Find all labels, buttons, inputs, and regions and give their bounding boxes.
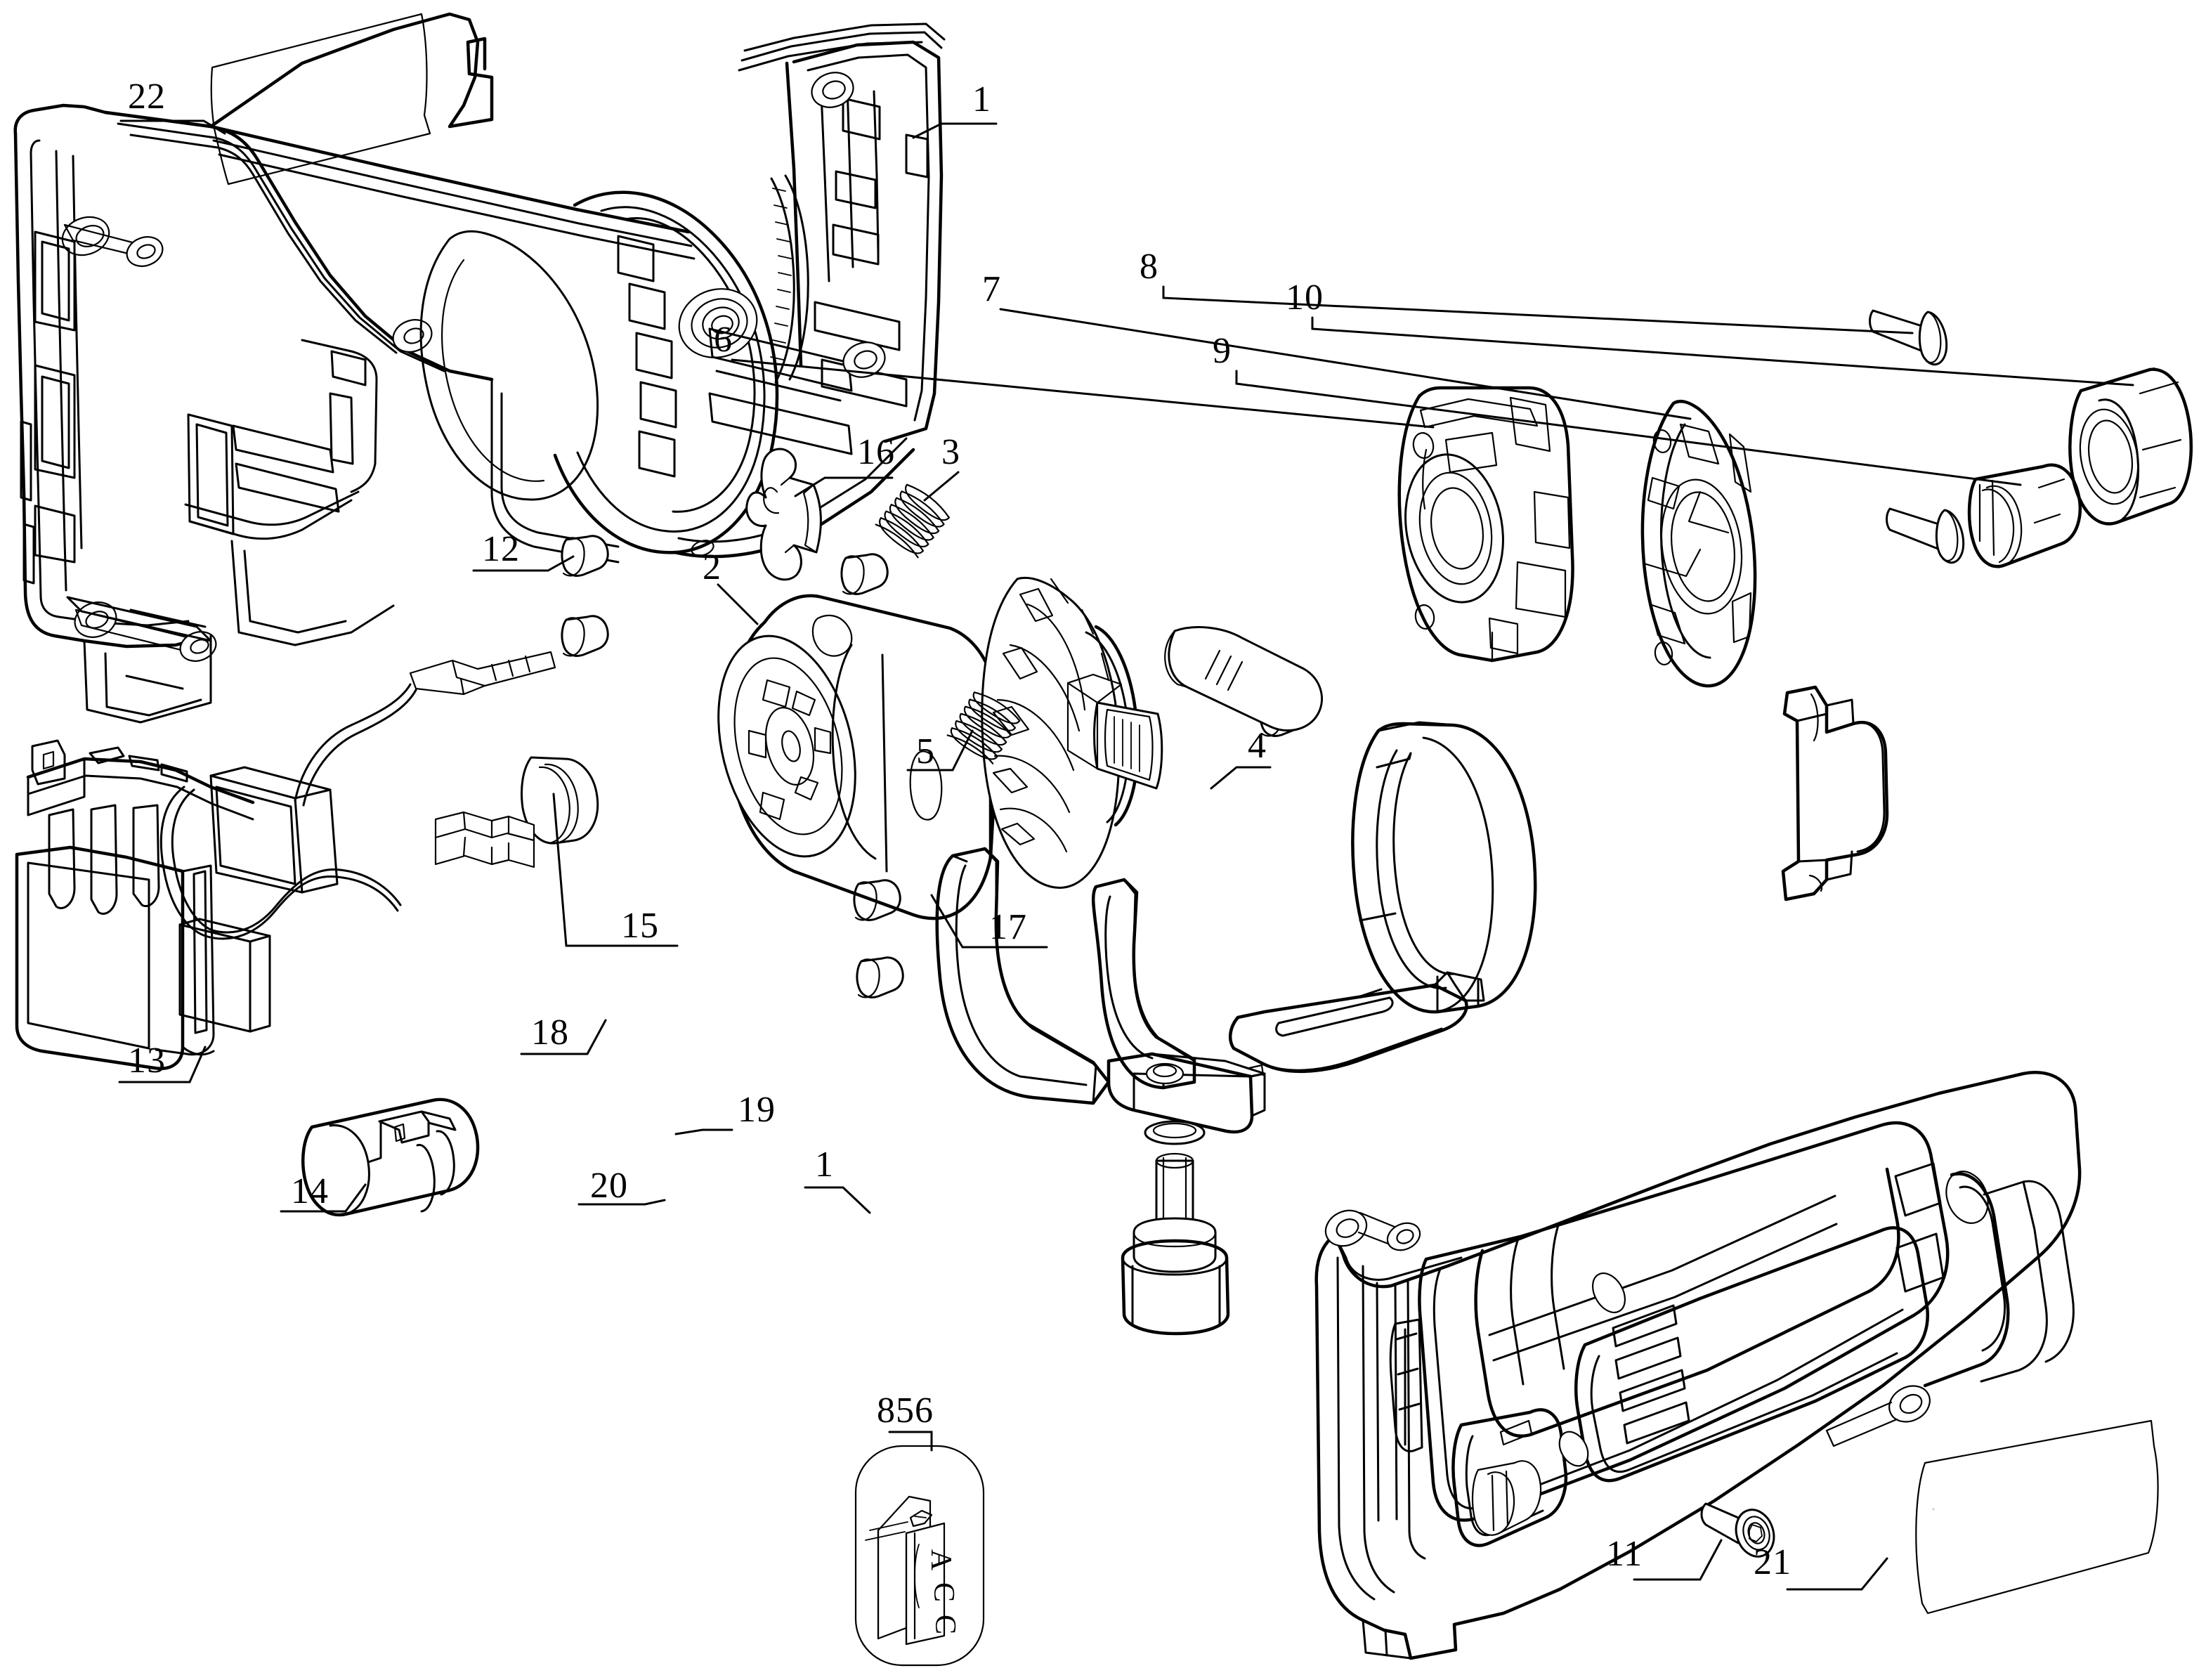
part-20-guide-roller-post: [1121, 1152, 1230, 1336]
callout-13: 13: [128, 1041, 166, 1081]
callout-21: 21: [1754, 1542, 1791, 1582]
part-10-collet-nut: [2068, 367, 2193, 526]
rubber-bumper: [561, 615, 609, 657]
part-4-switch-button: [1781, 685, 1889, 901]
part-5-compression-spring: [946, 691, 1021, 764]
callout-19: 19: [738, 1090, 776, 1130]
part-7-baffle-plate: [1640, 400, 1757, 688]
housing-boss-mid: [392, 319, 433, 353]
rubber-bumper: [561, 535, 609, 577]
housing-pivot-boss: [1324, 1209, 1421, 1251]
part-1b-housing-assembled: [1314, 1071, 2082, 1660]
callout-leader-lines: [118, 119, 2134, 1591]
part-8-screws: [1869, 309, 1965, 564]
part-21-warning-label: [1915, 1419, 2159, 1615]
callout-15: 15: [621, 906, 659, 946]
part-13-switch-assembly: [15, 651, 556, 1070]
callout-18: 18: [531, 1012, 569, 1053]
housing-boss-lower-left: [74, 601, 217, 662]
housing-serration: [770, 188, 792, 360]
part-14-terminal-block: [301, 1098, 480, 1217]
callout-9: 9: [1213, 331, 1232, 371]
callout-1-top: 1: [972, 79, 991, 119]
callout-17: 17: [989, 907, 1027, 947]
part-18-depth-guide-bracket: [935, 847, 1266, 1134]
part-17-guard-ring: [1228, 721, 1537, 1074]
part-2-armature-motor: [717, 576, 1324, 920]
housing-boss-upper-left: [61, 216, 164, 267]
vent-slots: [1612, 1304, 1690, 1445]
callout-856: 856: [877, 1391, 934, 1431]
callout-3: 3: [941, 432, 960, 472]
acc-letter-c1: C: [927, 1582, 960, 1602]
part-16-retaining-clip: [745, 448, 822, 581]
callout-1-bottom: 1: [815, 1145, 834, 1185]
part-9-collet-insert: [1967, 463, 2082, 568]
screw-upper: [1869, 309, 1948, 366]
callout-11: 11: [1606, 1534, 1643, 1574]
detail-856-bubble: A C C: [854, 1445, 985, 1667]
part-19-washer: [1144, 1120, 1206, 1145]
callout-10: 10: [1286, 278, 1324, 318]
wire-connector-top: [409, 651, 556, 696]
acc-letter-a: A: [925, 1549, 957, 1571]
screw-lower: [1886, 507, 1965, 564]
rubber-bumper: [840, 553, 889, 595]
callout-4: 4: [1248, 726, 1267, 766]
part-3-brush-spring: [875, 483, 950, 559]
callout-6: 6: [714, 320, 733, 360]
wire-connector-bottom: [434, 811, 535, 868]
part-22-nameplate-label: [210, 13, 431, 185]
callout-8: 8: [1140, 247, 1159, 287]
rubber-bumper: [856, 956, 904, 998]
callout-22: 22: [128, 77, 166, 117]
callout-7: 7: [982, 269, 1001, 309]
callout-12: 12: [482, 529, 520, 569]
callout-14: 14: [291, 1171, 329, 1211]
callout-20: 20: [590, 1166, 628, 1206]
part-11-torx-screw: [1700, 1502, 1775, 1558]
callout-5: 5: [916, 731, 935, 771]
armature-terminal-block: [1066, 673, 1163, 790]
part-15-end-cap: [521, 756, 599, 845]
callout-2: 2: [703, 547, 722, 587]
acc-letter-c2: C: [929, 1615, 961, 1634]
part-6-brush-holder-bracket: [1397, 386, 1574, 663]
callout-16: 16: [857, 432, 895, 472]
